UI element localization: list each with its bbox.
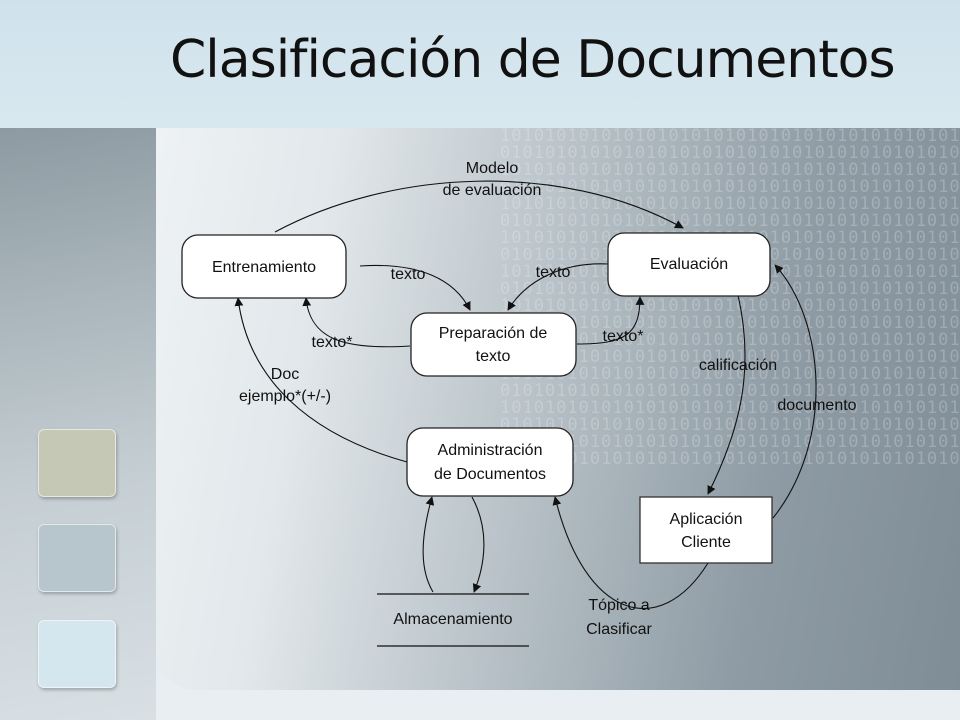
node-preparacion-label-2: texto bbox=[476, 348, 511, 365]
edge-evaluacion-preparacion bbox=[507, 263, 609, 311]
edge-aplicacion-administracion bbox=[552, 496, 709, 610]
node-administracion: Administración de Documentos bbox=[406, 427, 574, 497]
slide-title: Clasificación de Documentos bbox=[170, 30, 896, 90]
node-preparacion-label-1: Preparación de bbox=[439, 325, 548, 342]
header-band bbox=[0, 0, 960, 128]
node-entrenamiento: Entrenamiento bbox=[181, 234, 347, 299]
label-calificacion: calificación bbox=[699, 357, 777, 374]
node-aplicacion-label-2: Cliente bbox=[681, 534, 731, 551]
edge-administracion-entrenamiento bbox=[234, 297, 408, 463]
label-documento: documento bbox=[777, 397, 856, 414]
label-doc-1: Doc bbox=[271, 366, 299, 383]
edge-aplicacion-evaluacion bbox=[772, 264, 817, 519]
edge-preparacion-entrenamiento bbox=[302, 297, 411, 348]
label-modelo-1: Modelo bbox=[466, 160, 519, 177]
label-topico-2: Clasificar bbox=[586, 621, 652, 638]
node-evaluacion-label: Evaluación bbox=[650, 256, 728, 273]
node-entrenamiento-label: Entrenamiento bbox=[212, 259, 316, 276]
node-aplicacion-label-1: Aplicación bbox=[670, 511, 743, 528]
decor-square-2 bbox=[38, 524, 116, 592]
decor-square-1 bbox=[38, 429, 116, 497]
node-evaluacion: Evaluación bbox=[607, 232, 771, 297]
edge-entrenamiento-preparacion bbox=[359, 264, 471, 311]
label-texto-star-right: texto* bbox=[603, 328, 644, 345]
node-preparacion: Preparación de texto bbox=[410, 312, 577, 377]
node-administracion-label-1: Administración bbox=[438, 442, 543, 459]
decor-square-3 bbox=[38, 620, 116, 688]
edge-almacenamiento-administracion bbox=[422, 496, 435, 593]
node-almacenamiento: Almacenamiento bbox=[377, 593, 529, 647]
node-aplicacion-cliente: Aplicación Cliente bbox=[639, 496, 773, 564]
content-panel: 1010101010101010101010101010101010101010… bbox=[156, 128, 960, 690]
node-administracion-label-2: de Documentos bbox=[434, 466, 546, 483]
edge-administracion-almacenamiento bbox=[471, 496, 485, 593]
edge-preparacion-evaluacion bbox=[576, 296, 645, 345]
label-texto-right: texto bbox=[536, 264, 571, 281]
edge-modelo-evaluacion bbox=[274, 180, 684, 233]
label-topico-1: Tópico a bbox=[588, 597, 649, 614]
label-texto-left: texto bbox=[391, 266, 426, 283]
label-doc-2: ejemplo*(+/-) bbox=[239, 388, 331, 405]
label-texto-star-left: texto* bbox=[312, 334, 353, 351]
label-modelo-2: de evaluación bbox=[443, 182, 542, 199]
edge-evaluacion-aplicacion bbox=[707, 294, 746, 495]
node-almacenamiento-label: Almacenamiento bbox=[393, 611, 512, 628]
